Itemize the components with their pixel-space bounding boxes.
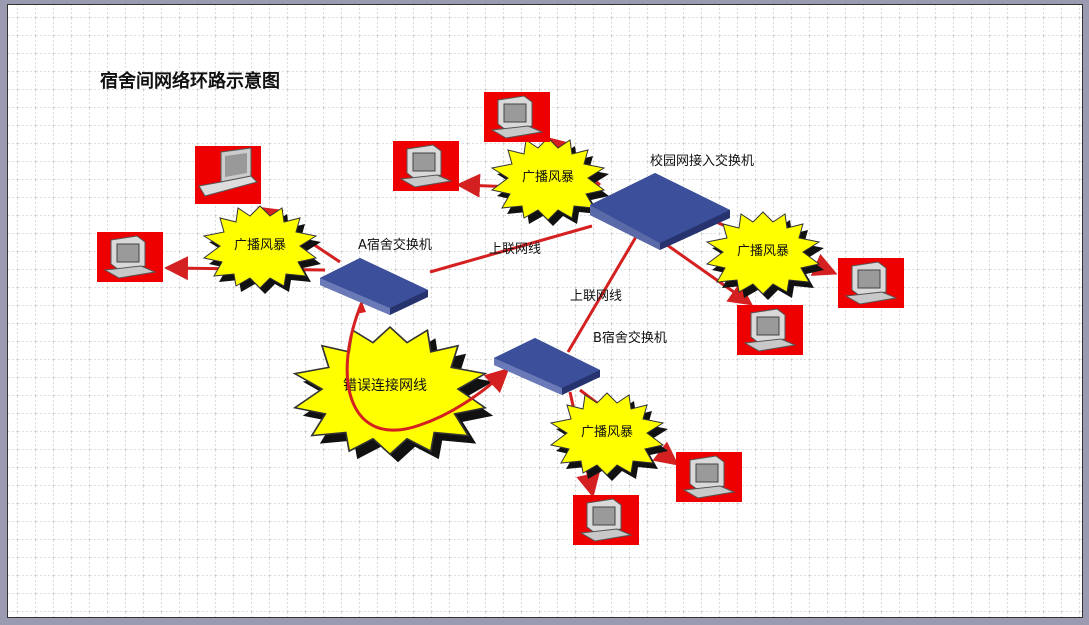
svg-text:错误连接网线: 错误连接网线: [343, 377, 427, 394]
switch-b-label: B宿舍交换机: [593, 330, 667, 346]
switch-a-label: A宿舍交换机: [358, 237, 432, 253]
pc-icon: [392, 140, 460, 192]
switch-a: [320, 258, 428, 315]
broadcast-storm-burst: 广播风暴: [705, 211, 824, 300]
uplink-b-label: 上联网线: [570, 289, 622, 304]
uplink-a-line: [429, 224, 593, 274]
laptop-icon: [194, 145, 262, 205]
svg-text:广播风暴: 广播风暴: [234, 238, 286, 253]
diagram-title: 宿舍间网络环路示意图: [100, 70, 280, 92]
core-switch: [590, 173, 730, 250]
broadcast-storm-burst: 广播风暴: [202, 205, 321, 294]
pc-icon: [483, 91, 551, 143]
core-switch-label: 校园网接入交换机: [650, 153, 754, 169]
svg-text:广播风暴: 广播风暴: [581, 425, 633, 440]
pc-icon: [837, 257, 905, 309]
pc-icon: [572, 494, 640, 546]
wrong-cable-loop: [345, 301, 510, 432]
pc-icon: [675, 451, 743, 503]
switch-b: [494, 338, 600, 395]
svg-text:广播风暴: 广播风暴: [522, 170, 574, 185]
svg-text:广播风暴: 广播风暴: [737, 244, 789, 259]
broadcast-storm-burst: 广播风暴: [490, 137, 609, 226]
wrong-cable-burst: 错误连接网线: [292, 326, 494, 463]
uplink-b-line: [566, 229, 642, 353]
broadcast-storm-burst: 广播风暴: [549, 392, 668, 481]
uplink-a-label: 上联网线: [489, 242, 541, 257]
pc-icon: [736, 304, 804, 356]
pc-icon: [96, 231, 164, 283]
